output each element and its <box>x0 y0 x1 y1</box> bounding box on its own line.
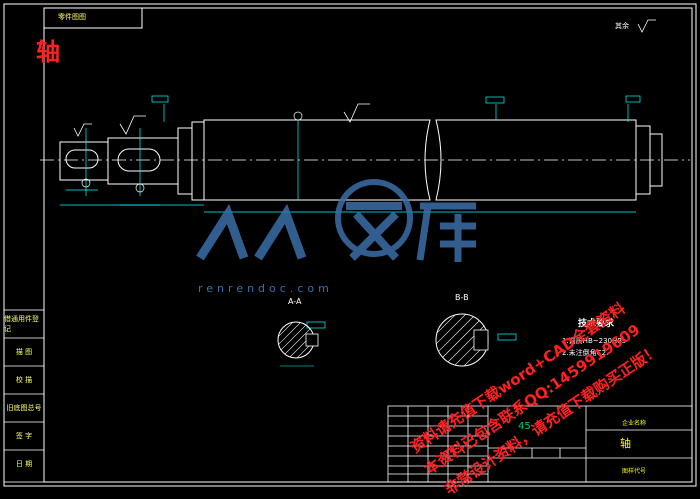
material-label: 45 <box>518 421 531 432</box>
datum-marker <box>135 183 145 193</box>
company-name: 企业名称 <box>622 420 647 427</box>
side-label-5: 签 字 <box>15 432 33 440</box>
part-char-stamp: 轴 <box>36 38 60 66</box>
tech-requirement-2: 2.未注倒角C2. <box>562 349 609 357</box>
tech-requirement-1: 1.调质HB~230HBs <box>562 337 626 345</box>
header-box <box>43 7 143 29</box>
drawing-number-label: 图样代号 <box>622 468 647 475</box>
outer-frame <box>3 3 697 487</box>
watermark-url: renrendoc.com <box>198 282 333 295</box>
section-bb-label: B-B <box>455 293 469 302</box>
tech-requirements-title: 技术要求 <box>578 319 615 329</box>
datum-a-marker <box>293 111 303 121</box>
section-aa-view <box>277 321 319 367</box>
section-bb-view <box>435 313 489 367</box>
title-block <box>387 405 693 483</box>
watermark-logo <box>196 179 476 262</box>
tolerance-frames <box>151 95 641 341</box>
top-right-note: 其余 <box>615 22 629 30</box>
header-box-label: 零件图图 <box>58 13 86 21</box>
section-aa-label: A-A <box>288 297 302 306</box>
side-label-2: 描 图 <box>15 348 33 356</box>
dimension-lines <box>60 104 636 213</box>
side-label-4: 旧底图总号 <box>6 404 42 412</box>
side-label-1: 借通用件登记 <box>4 315 39 333</box>
side-label-6: 日 期 <box>15 460 33 468</box>
part-name: 轴 <box>620 437 631 450</box>
side-label-3: 校 描 <box>15 376 33 384</box>
inner-frame <box>43 7 693 483</box>
roughness-symbols <box>73 19 656 137</box>
datum-marker <box>81 178 91 188</box>
side-label-column <box>3 309 45 483</box>
